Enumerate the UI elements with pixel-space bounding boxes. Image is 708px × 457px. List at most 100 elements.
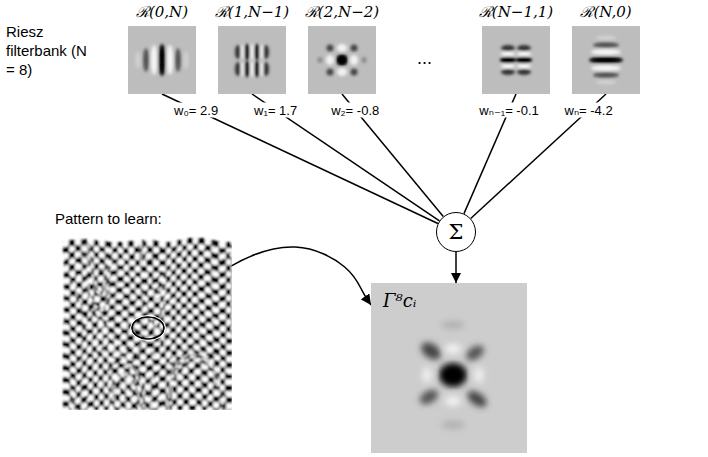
illustration-part xyxy=(501,64,515,68)
illustration-part xyxy=(254,44,260,60)
filter-image xyxy=(218,26,286,94)
riesz-filter: ℛ(N,0) xyxy=(572,26,640,94)
panel-heading: Pattern to learn: xyxy=(55,210,241,228)
illustration-part xyxy=(482,26,550,94)
illustration-part xyxy=(58,236,232,410)
illustration-part xyxy=(500,57,516,64)
learned-template: Γ⁸cᵢ xyxy=(371,283,527,453)
weight-label: wₙ₋₁= -0.1 xyxy=(477,103,540,118)
illustration-part xyxy=(263,62,269,76)
illustration-part xyxy=(241,45,245,59)
illustration-part xyxy=(589,56,623,63)
weight-line xyxy=(162,94,438,224)
illustration-part xyxy=(501,45,515,51)
filter-image xyxy=(482,26,550,94)
illustration-part xyxy=(501,52,515,56)
illustration-part xyxy=(175,48,181,72)
illustration-part xyxy=(128,26,196,94)
weight-line xyxy=(252,94,439,221)
weight-label: w₀= 2.9 xyxy=(172,103,220,118)
illustration-part xyxy=(591,65,621,71)
illustration-part xyxy=(589,36,623,85)
illustration-part xyxy=(593,42,619,48)
illustration-part xyxy=(136,51,141,69)
weight-label: w₁= 1.7 xyxy=(252,103,299,118)
illustration-part xyxy=(422,367,432,383)
filterbank-label: Riesz filterbank (N = 8) xyxy=(6,22,94,79)
illustration-part xyxy=(250,44,254,60)
illustration-part xyxy=(596,36,616,41)
illustration-part xyxy=(244,44,250,60)
illustration-part xyxy=(327,69,334,76)
filter-image xyxy=(308,26,376,94)
illustration-part xyxy=(241,62,245,76)
illustration-part xyxy=(263,45,269,59)
illustration-part xyxy=(260,62,264,76)
filter-title: ℛ(0,N) xyxy=(136,3,188,21)
riesz-filter: ℛ(1,N−1) xyxy=(218,26,286,94)
illustration-part xyxy=(517,52,531,56)
illustration-part xyxy=(351,45,358,52)
illustration-part xyxy=(441,421,465,429)
weight-label: wₙ= -4.2 xyxy=(563,103,615,118)
illustration-part xyxy=(336,54,348,66)
flow-arrow xyxy=(455,252,457,283)
illustration-part xyxy=(244,61,250,77)
illustration-part xyxy=(235,62,241,76)
illustration-part xyxy=(235,44,269,77)
illustration-part xyxy=(151,45,157,75)
illustration-part xyxy=(308,26,376,94)
illustration-part xyxy=(351,69,358,76)
illustration-part xyxy=(326,55,334,65)
illustration-part xyxy=(318,44,367,76)
illustration-part xyxy=(441,321,465,329)
illustration-part xyxy=(254,61,260,77)
illustration-part xyxy=(517,69,531,75)
illustration-part xyxy=(445,344,461,354)
illustration-part xyxy=(517,64,531,68)
illustration-part xyxy=(371,283,527,453)
filter-title: ℛ(1,N−1) xyxy=(215,3,289,21)
illustration-part xyxy=(445,396,461,406)
region-marker-halo xyxy=(131,316,166,341)
illustration-part xyxy=(517,45,531,51)
illustration-part xyxy=(327,45,334,52)
riesz-filter: ℛ(2,N−2) xyxy=(308,26,376,94)
illustration-part xyxy=(418,339,444,363)
sum-symbol: Σ xyxy=(449,221,464,243)
illustration-part xyxy=(143,48,149,72)
pattern-panel: Pattern to learn: xyxy=(55,210,241,415)
template-label: Γ⁸cᵢ xyxy=(383,291,416,311)
illustration-part xyxy=(184,51,189,69)
illustration-part xyxy=(350,55,358,65)
illustration-part xyxy=(417,321,489,429)
filter-title: ℛ(N,0) xyxy=(580,3,631,21)
filter-title: ℛ(2,N−2) xyxy=(305,3,379,21)
filter-image xyxy=(572,26,640,94)
illustration-part xyxy=(572,26,640,94)
pattern-image xyxy=(58,236,232,410)
illustration-part xyxy=(362,57,367,63)
illustration-part xyxy=(474,367,484,383)
filter-image xyxy=(128,26,196,94)
illustration-part xyxy=(136,44,189,76)
region-marker xyxy=(132,317,164,339)
illustration-part xyxy=(158,44,165,76)
illustration-part xyxy=(463,342,486,363)
illustration-part xyxy=(439,363,467,387)
illustration-part xyxy=(337,44,347,52)
ellipsis-label: ... xyxy=(417,48,432,68)
illustration-part xyxy=(591,49,621,55)
illustration-part xyxy=(500,45,532,75)
weight-label: w₂= -0.8 xyxy=(329,103,381,118)
illustration-part xyxy=(235,45,241,59)
illustration-part xyxy=(596,80,616,85)
illustration-part xyxy=(417,387,440,407)
illustration-part xyxy=(260,45,264,59)
illustration-part xyxy=(501,69,515,75)
illustration-part xyxy=(218,26,286,94)
illustration-part xyxy=(318,57,323,63)
illustration-part xyxy=(593,72,619,78)
riesz-filter: ℛ(0,N) xyxy=(128,26,196,94)
illustration-part xyxy=(337,68,347,76)
